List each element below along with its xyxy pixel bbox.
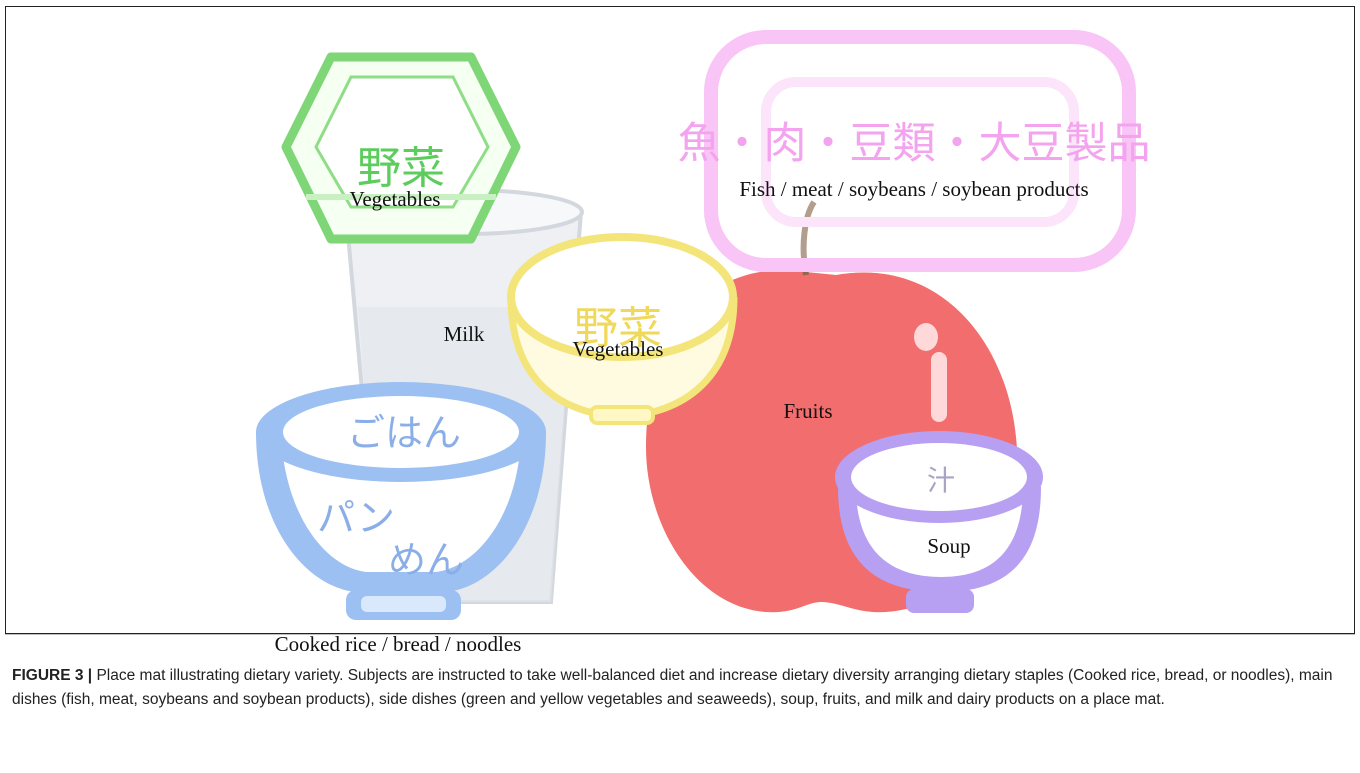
main-dish-box — [704, 30, 1136, 272]
yellow-vegetables-japanese-label: 野菜 — [574, 303, 662, 354]
soup-english-label: Soup — [927, 534, 971, 558]
figure-panel: 魚・肉・豆類・大豆製品 Fish / meat / soybeans / soy… — [5, 6, 1355, 634]
main-dish-japanese-label: 魚・肉・豆類・大豆製品 — [677, 119, 1151, 169]
green-vegetables-english-label: Vegetables — [349, 187, 441, 211]
figure-caption-text: Place mat illustrating dietary variety. … — [12, 667, 1333, 708]
place-mat-illustration — [256, 30, 1136, 620]
staple-english-caption-label: Cooked rice / bread / noodles — [274, 632, 522, 656]
green-vegetables-japanese-label: 野菜 — [357, 143, 445, 194]
soup-japanese-label: 汁 — [926, 464, 956, 497]
figure-caption: FIGURE 3 | Place mat illustrating dietar… — [12, 664, 1347, 712]
staple-japanese-label-noodles: めん — [387, 538, 465, 582]
caption-divider — [5, 634, 1355, 635]
staple-japanese-label-bread: パン — [317, 496, 395, 540]
milk-label: Milk — [443, 322, 485, 346]
figure-number-label: FIGURE 3 | — [12, 667, 93, 684]
rice-bowl — [256, 382, 546, 620]
main-dish-english-label: Fish / meat / soybeans / soybean product… — [739, 177, 1089, 201]
green-vegetable-dish — [281, 52, 521, 244]
soup-bowl — [835, 431, 1043, 613]
yellow-vegetable-bowl — [507, 233, 738, 425]
fruits-label: Fruits — [783, 399, 833, 423]
yellow-vegetables-english-label: Vegetables — [572, 337, 664, 361]
staple-japanese-label-rice: ごはん — [346, 411, 462, 455]
